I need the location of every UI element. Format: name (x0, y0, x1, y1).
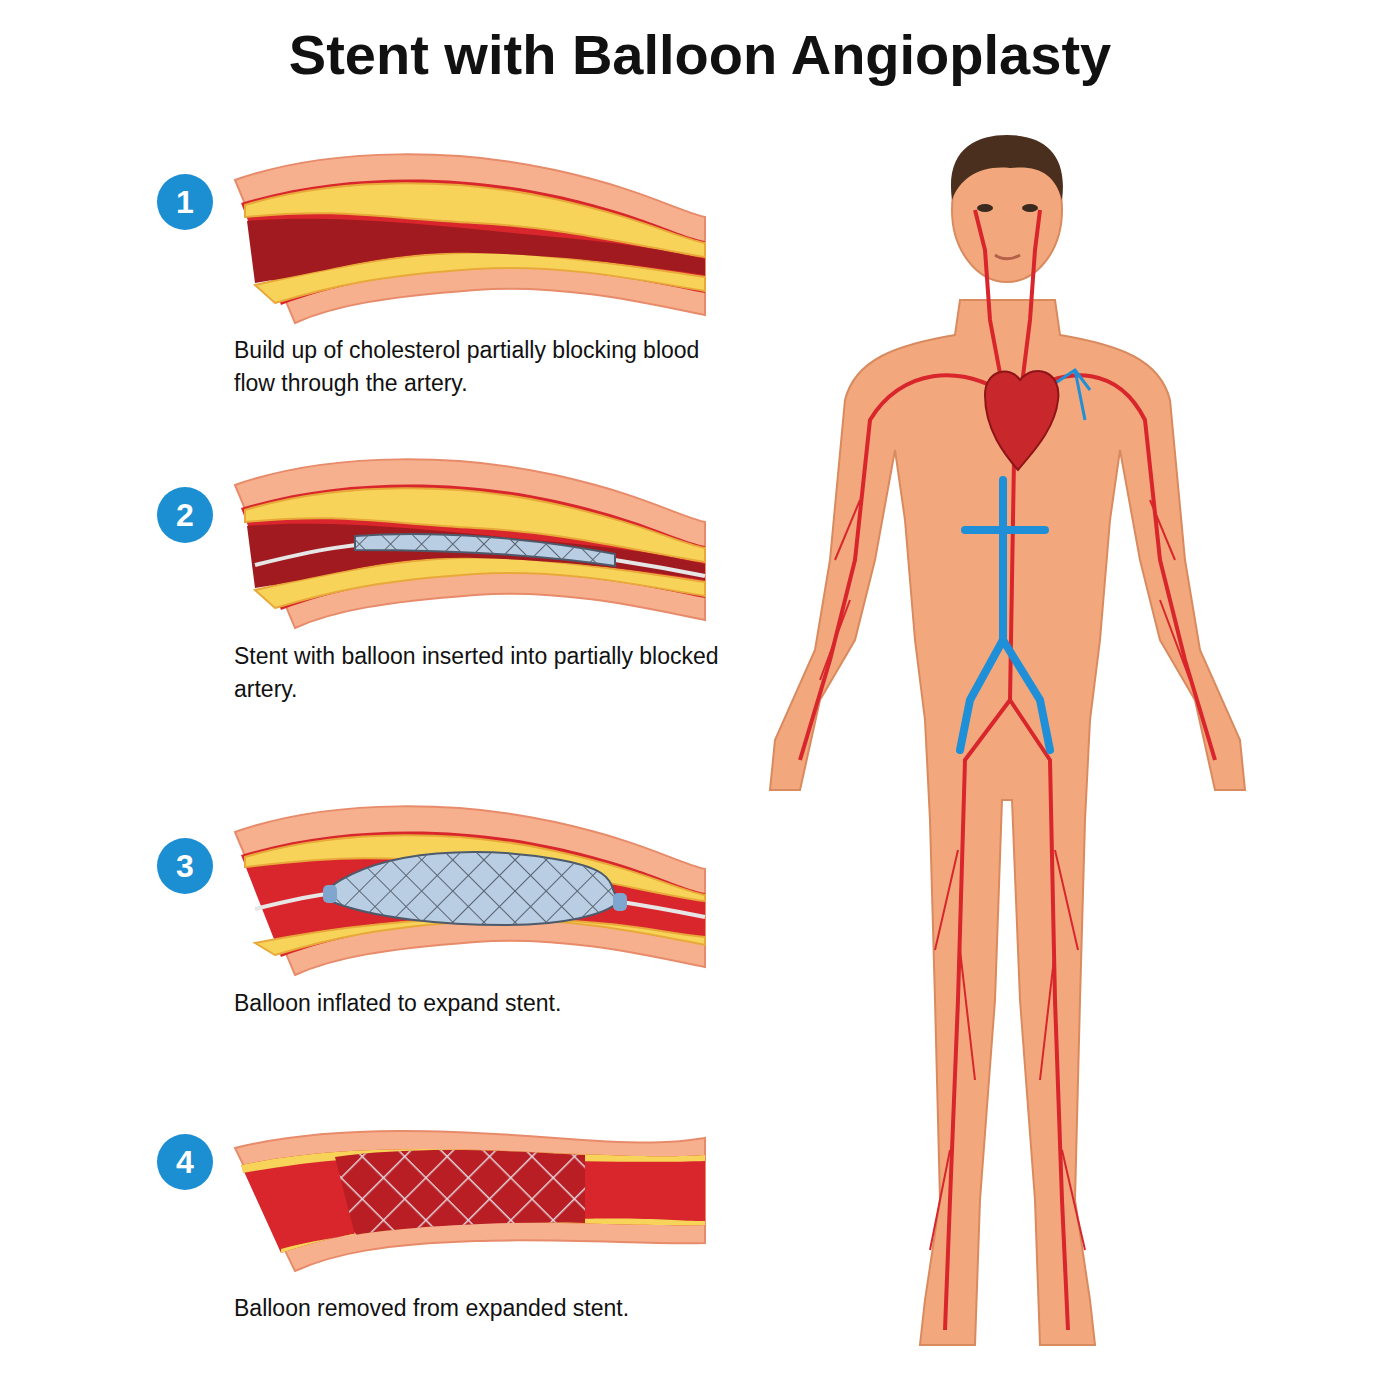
step-caption: Balloon inflated to expand stent. (234, 987, 734, 1020)
callout-number: 2 (176, 499, 194, 531)
artery-panel (235, 154, 705, 323)
callout-number: 3 (176, 850, 194, 882)
human-figure (770, 135, 1245, 1345)
callout-number: 4 (176, 1146, 194, 1178)
step-circle: 2 (157, 487, 213, 543)
step-caption: Balloon removed from expanded stent. (234, 1292, 734, 1325)
step-circle: 1 (157, 174, 213, 230)
step-caption: Stent with balloon inserted into partial… (234, 640, 734, 706)
artery-panel (235, 1131, 705, 1271)
diagram-title: Stent with Balloon Angioplasty (0, 22, 1400, 87)
step-circle: 4 (157, 1134, 213, 1190)
artery-panel (235, 459, 705, 628)
callout-number: 1 (176, 186, 194, 218)
artery-panel (235, 806, 705, 975)
step-circle: 3 (157, 838, 213, 894)
step-caption: Build up of cholesterol partially blocki… (234, 334, 734, 400)
